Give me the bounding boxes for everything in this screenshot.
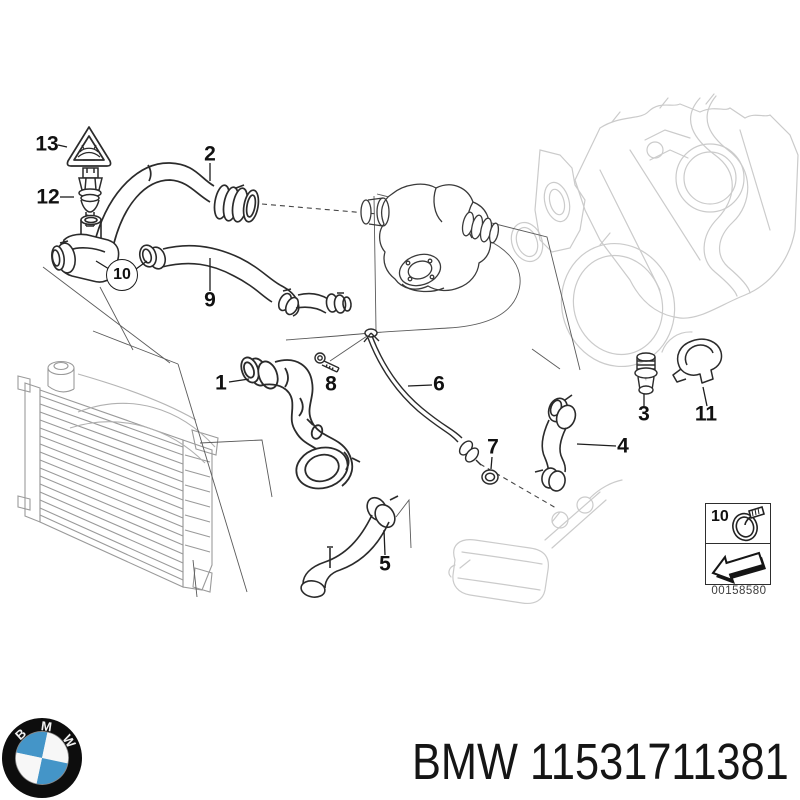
thermostat-housing — [360, 183, 500, 293]
image-code: 00158580 — [711, 585, 767, 597]
radiator-hose-1 — [240, 356, 361, 490]
callout-11: 11 — [694, 402, 718, 426]
hose-4 — [534, 394, 577, 492]
callout-2: 2 — [204, 142, 216, 166]
radiator — [17, 360, 219, 593]
logo-letter-m: M — [40, 718, 53, 734]
callout-13: 13 — [35, 132, 59, 156]
coolant-temp-sensor — [78, 167, 103, 227]
legend-clamp-cell: 10 — [706, 504, 770, 544]
bleed-screw-3 — [634, 352, 658, 395]
callout-8: 8 — [325, 372, 337, 396]
bolt-8 — [314, 352, 340, 373]
brand-name: BMW — [412, 733, 518, 790]
scald-warning-triangle-icon — [66, 126, 112, 167]
callout-5: 5 — [379, 552, 391, 576]
callout-6: 6 — [433, 372, 445, 396]
legend-arrow-cell — [706, 544, 770, 584]
o-ring-7 — [481, 469, 499, 485]
callout-7: 7 — [487, 435, 499, 459]
heater-hose-9 — [138, 244, 352, 317]
callout-1: 1 — [215, 371, 227, 395]
leader-lines — [57, 144, 708, 556]
legend-number: 10 — [711, 508, 729, 525]
radiator-hose-2 — [95, 162, 260, 244]
assembly-dashed-lines — [261, 203, 557, 509]
callout-10-circled: 10 — [106, 259, 138, 291]
callout-3: 3 — [638, 402, 650, 426]
vent-pipe-6 — [363, 328, 482, 466]
bmw-roundel-logo: B M W — [2, 718, 82, 798]
legend-box: 10 — [705, 503, 771, 585]
callout-12: 12 — [36, 185, 60, 209]
callout-9: 9 — [204, 288, 216, 312]
hose-clamp-icon — [732, 505, 765, 542]
hose-5 — [300, 495, 399, 598]
part-number-caption: BMW 11531711381 — [412, 736, 789, 787]
direction-arrow-icon — [711, 551, 766, 584]
part-number: 11531711381 — [529, 733, 789, 790]
faded-background-parts — [448, 93, 799, 605]
callout-4: 4 — [617, 434, 629, 458]
clamp-bracket-11 — [672, 338, 723, 384]
thermostat-tee-fitting — [51, 214, 120, 283]
